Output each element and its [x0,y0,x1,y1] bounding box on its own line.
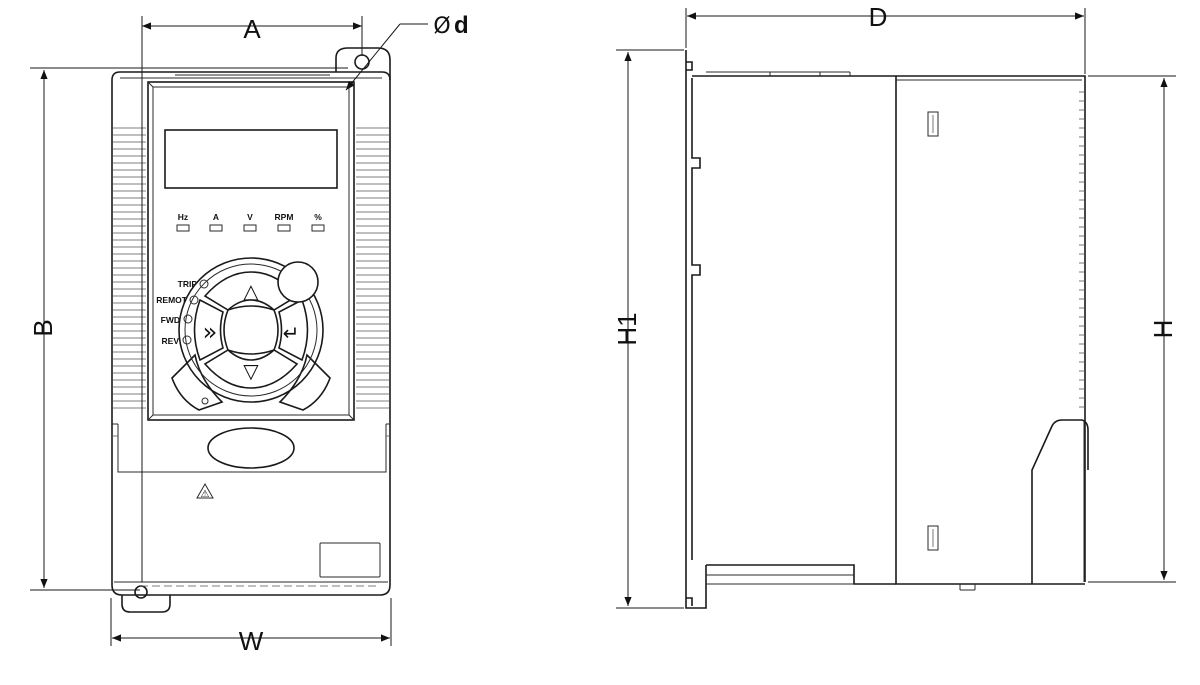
dim-leader-d [345,23,401,91]
housing-outline [111,71,391,596]
status-led-trip [199,279,209,289]
lcd-display [164,129,338,189]
status-label-rev: REV [162,336,180,346]
dim-label-h1: H1 [612,312,642,345]
din-rail-profile [685,50,707,609]
unit-indicators: Hz A V RPM % [176,212,325,232]
key-left-soft[interactable] [171,353,224,411]
heatsink-fins-right [356,127,389,409]
top-mount-ear [335,47,391,80]
status-label-remot: REMOT [156,295,188,305]
run-knob[interactable] [277,261,319,303]
key-shift-shape[interactable] [193,298,224,362]
down-arrow-icon: ▽ [243,359,259,383]
unit-label-a: A [213,212,219,222]
dim-label-a: A [243,14,261,44]
dim-label-w: W [239,626,264,656]
unit-label-hz: Hz [178,212,188,222]
keypad-ring [178,257,324,403]
key-right-soft[interactable] [278,353,331,411]
up-arrow-icon: △ [243,279,259,303]
top-mount-hole [354,54,370,70]
side-ventilation-ribs [1079,91,1085,408]
status-label-trip: TRIP [178,279,198,289]
front-dimensions: A Ø d B W [28,12,469,656]
unit-label-percent: % [314,212,322,222]
unit-label-rpm: RPM [275,212,294,222]
led-rpm [277,224,291,232]
status-label-fwd: FWD [161,315,180,325]
status-led-bottom [201,397,209,405]
led-a [209,224,223,232]
status-led-rev [182,335,192,345]
key-enter-shape[interactable] [278,298,309,362]
dim-label-d: d [454,12,469,39]
nameplate-label [319,542,381,578]
body-outline [895,76,1085,585]
warning-icon: ⚠ [196,482,214,500]
led-hz [176,224,190,232]
shift-icon: » [203,318,218,346]
side-slot-bottom [927,525,939,551]
keypad-step [1031,419,1089,584]
cover-latch-window [207,427,295,469]
status-led-fwd [183,314,193,324]
heatsink-fins-left [113,127,146,409]
bottom-mount-hole [134,585,148,599]
warning-glyph: ⚠ [201,489,210,500]
side-view [685,50,1089,609]
side-dimensions: D H1 H [612,2,1178,609]
side-slot-top [927,111,939,137]
keypad-panel [147,81,355,421]
key-center[interactable] [223,305,279,355]
led-percent [311,224,325,232]
status-indicators: TRIP REMOT FWD REV [156,279,209,405]
front-view: Hz A V RPM % TRIP REMOT FWD REV [111,47,391,613]
enter-icon: ↵ [283,321,300,345]
led-v [243,224,257,232]
bottom-mount-ear [121,595,171,613]
dim-label-h: H [1148,320,1178,339]
diameter-symbol: Ø [433,14,450,39]
dim-label-b: B [28,319,58,336]
dim-label-depth: D [869,2,888,32]
unit-label-v: V [247,212,253,222]
